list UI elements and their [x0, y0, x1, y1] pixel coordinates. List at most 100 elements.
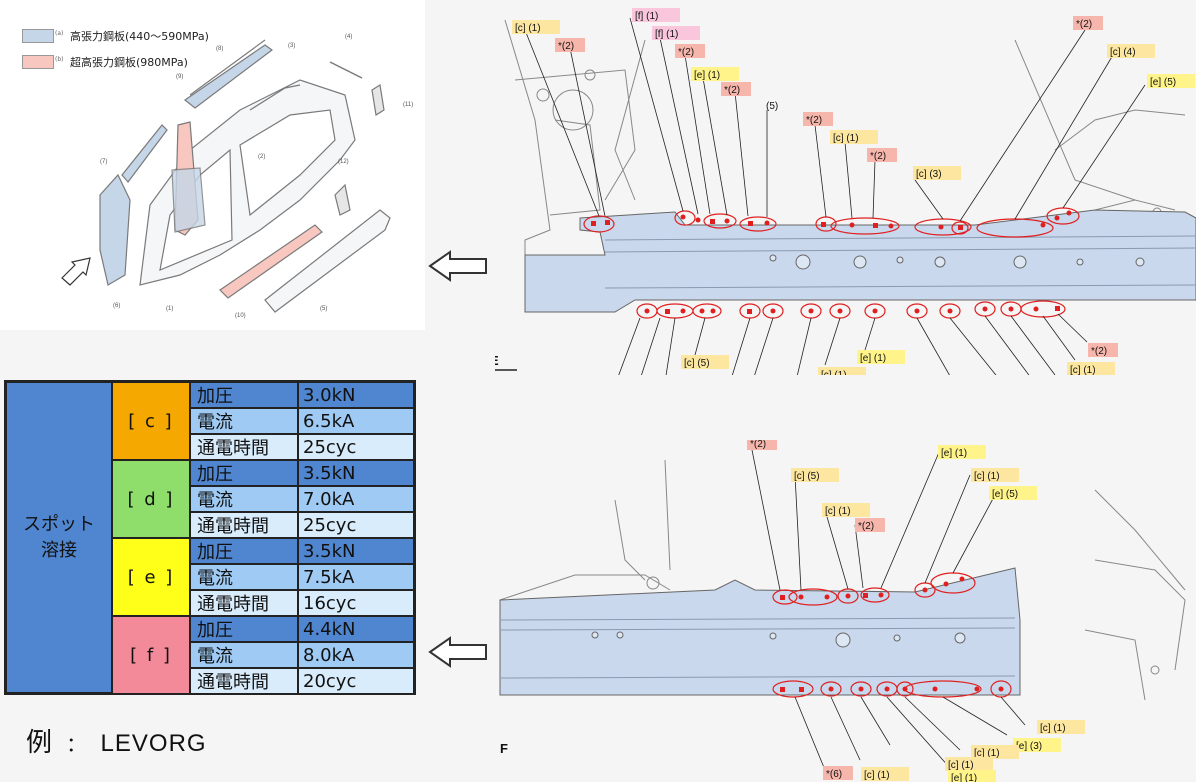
weld-tag: *(2): [724, 85, 740, 96]
weld-tag: (5): [766, 101, 778, 112]
param-label: 加圧: [190, 382, 298, 408]
weld-tags-e: [c] (1)*(2)[f] (1)[f] (1)*(2)[e] (1)*(2)…: [512, 8, 1195, 375]
weld-tag-bg: [1037, 720, 1085, 734]
part-number: (8): [216, 46, 223, 52]
weld-tag-bg: [652, 26, 700, 40]
param-label: 電流: [190, 642, 298, 668]
weld-tag-bg: [855, 518, 885, 532]
weld-tag: *(2): [750, 440, 766, 450]
weld-tag-bg: [818, 367, 866, 375]
param-value: 25cyc: [298, 512, 414, 538]
weld-tag: [e] (1): [694, 70, 720, 81]
part-number: (4): [345, 34, 352, 40]
example-caption: 例 ： LEVORG: [26, 722, 207, 759]
weld-tag: [f] (1): [655, 29, 678, 40]
param-value: 16cyc: [298, 590, 414, 616]
param-label: 通電時間: [190, 590, 298, 616]
weld-tag-bg: [1067, 362, 1115, 375]
param-label: 加圧: [190, 460, 298, 486]
weld-tag: [c] (1): [974, 748, 1000, 759]
direction-arrow-icon: [61, 257, 91, 286]
legend-ultra-high-tensile: (b) 超高張力鋼板(980MPa): [22, 54, 188, 70]
weld-tag-bg: [1147, 74, 1195, 88]
weld-tag: [c] (1): [1070, 365, 1096, 375]
part-number: (12): [338, 159, 349, 165]
param-value: 8.0kA: [298, 642, 414, 668]
param-label: 電流: [190, 486, 298, 512]
grade-cell: [ c ]: [112, 382, 190, 460]
diagram-f-label: F: [500, 741, 508, 756]
param-value: 7.0kA: [298, 486, 414, 512]
part-number: (7): [100, 159, 107, 165]
weld-tag: [c] (4): [1110, 47, 1136, 58]
weld-tag-bg: [971, 745, 1019, 759]
weld-tag-bg: [945, 757, 993, 771]
weld-tag-bg: [857, 350, 905, 364]
weld-tag-bg: [555, 38, 585, 52]
weld-tag: [c] (1): [974, 471, 1000, 482]
weld-tags-f: *(2)[e] (1)[c] (5)[c] (1)[e] (5)[c] (1)*…: [747, 440, 1085, 782]
legend-swatch-red: (b): [22, 55, 64, 69]
weld-tag: *(2): [1076, 19, 1092, 30]
weld-tag: [c] (1): [948, 760, 974, 771]
weld-points-top: [583, 207, 1080, 238]
param-value: 7.5kA: [298, 564, 414, 590]
weld-tag: [e] (5): [992, 489, 1018, 500]
left-arrow-icon: [428, 250, 487, 282]
weld-tag: [c] (1): [833, 133, 859, 144]
part-number: (2): [258, 154, 265, 160]
weld-tag: [c] (1): [1040, 723, 1066, 734]
parts-figure: (a) 高張力鋼板(440〜590MPa) (b) 超高張力鋼板(980MPa): [0, 0, 425, 330]
diagram-f: F *(2)[e] (1)[c] (5)[c] (1)[e] (5)[c] (1…: [495, 440, 1196, 782]
weld-tag-bg: [989, 486, 1037, 500]
param-label: 通電時間: [190, 512, 298, 538]
weld-tag: [c] (1): [864, 770, 890, 781]
weld-tag: *(2): [858, 521, 874, 532]
part-number: (3): [288, 43, 295, 49]
weld-tag-bg: [791, 468, 839, 482]
weld-tag: [c] (5): [684, 358, 710, 369]
param-label: 電流: [190, 564, 298, 590]
part-number: (10): [235, 313, 246, 319]
side-sill-panel: [499, 567, 1021, 696]
weld-tag-bg: [721, 82, 751, 96]
weld-tag-bg: [948, 770, 996, 782]
weld-tag: [e] (3): [1016, 741, 1042, 752]
weld-tag-bg: [681, 355, 729, 369]
weld-tag: [c] (1): [825, 506, 851, 517]
weld-tag-bg: [1013, 738, 1061, 752]
table-title: スポット溶接: [6, 382, 112, 693]
grade-cell: [ d ]: [112, 460, 190, 538]
weld-tag: [e] (1): [860, 353, 886, 364]
param-value: 3.0kN: [298, 382, 414, 408]
param-label: 通電時間: [190, 668, 298, 694]
left-arrow-icon: [428, 636, 487, 668]
part-number: (11): [403, 102, 413, 108]
grade-cell: [ f ]: [112, 616, 190, 694]
weld-tag-bg: [861, 767, 909, 781]
param-label: 通電時間: [190, 434, 298, 460]
weld-tag-bg: [691, 67, 739, 81]
weld-tag-bg: [747, 440, 777, 450]
weld-tag-bg: [971, 468, 1019, 482]
weld-tag: [e] (1): [951, 773, 977, 782]
param-value: 3.5kN: [298, 538, 414, 564]
weld-tag: [c] (1): [515, 23, 541, 34]
weld-tag: [f] (1): [635, 11, 658, 22]
weld-tag-bg: [938, 445, 986, 459]
param-value: 6.5kA: [298, 408, 414, 434]
param-label: 加圧: [190, 616, 298, 642]
part-number: (9): [176, 74, 183, 80]
param-value: 20cyc: [298, 668, 414, 694]
legend-high-tensile: (a) 高張力鋼板(440〜590MPa): [22, 28, 209, 44]
weld-tag-bg: [822, 503, 870, 517]
part-number: (5): [320, 306, 327, 312]
weld-tag-bg: [1073, 16, 1103, 30]
param-label: 電流: [190, 408, 298, 434]
example-separator: ：: [66, 732, 87, 756]
diagram-e: E [c] (1)*(2)[f] (1)[f] (1)*(2)[e] (1)*(…: [495, 0, 1196, 375]
weld-tag-bg: [1088, 343, 1118, 357]
weld-tag-bg: [675, 44, 705, 58]
part-number: (6): [113, 303, 120, 309]
